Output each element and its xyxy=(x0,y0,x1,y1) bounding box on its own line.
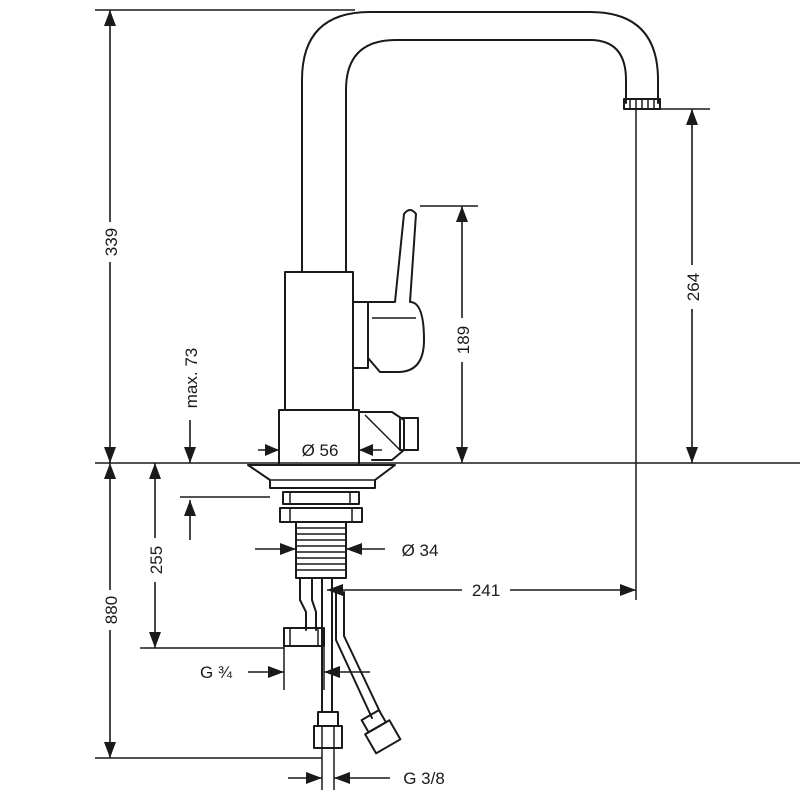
dimension-lines xyxy=(95,9,800,790)
hose-nut-cold xyxy=(313,725,343,749)
label-shank-length: 255 xyxy=(147,546,166,574)
label-base-diameter: Ø 56 xyxy=(302,441,339,460)
label-shank-diameter: Ø 34 xyxy=(402,541,439,560)
label-hose-length: 880 xyxy=(102,596,121,624)
hose-nut-hot xyxy=(364,719,402,755)
lever-handle xyxy=(352,209,425,373)
mixer-body xyxy=(284,271,354,411)
label-thread-hose: G 3/8 xyxy=(403,769,445,788)
spout-outer-contour xyxy=(301,11,659,273)
label-height-total: 339 xyxy=(102,228,121,256)
label-lever-height: 189 xyxy=(454,326,473,354)
label-max-deck: max. 73 xyxy=(182,348,201,408)
mounting-washer xyxy=(282,491,360,505)
label-reach: 241 xyxy=(472,581,500,600)
dimension-labels: 339 880 255 max. 73 264 189 Ø 56 Ø 34 24… xyxy=(100,222,703,788)
deck-plate xyxy=(247,464,396,489)
label-spout-height: 264 xyxy=(684,273,703,301)
connector-g34 xyxy=(283,627,325,647)
label-thread-shank: G ¾ xyxy=(200,663,233,682)
spout-inner-contour xyxy=(345,39,627,273)
supply-hose-hot xyxy=(335,591,381,719)
faucet-outline xyxy=(247,11,661,755)
mounting-nut xyxy=(279,507,363,523)
